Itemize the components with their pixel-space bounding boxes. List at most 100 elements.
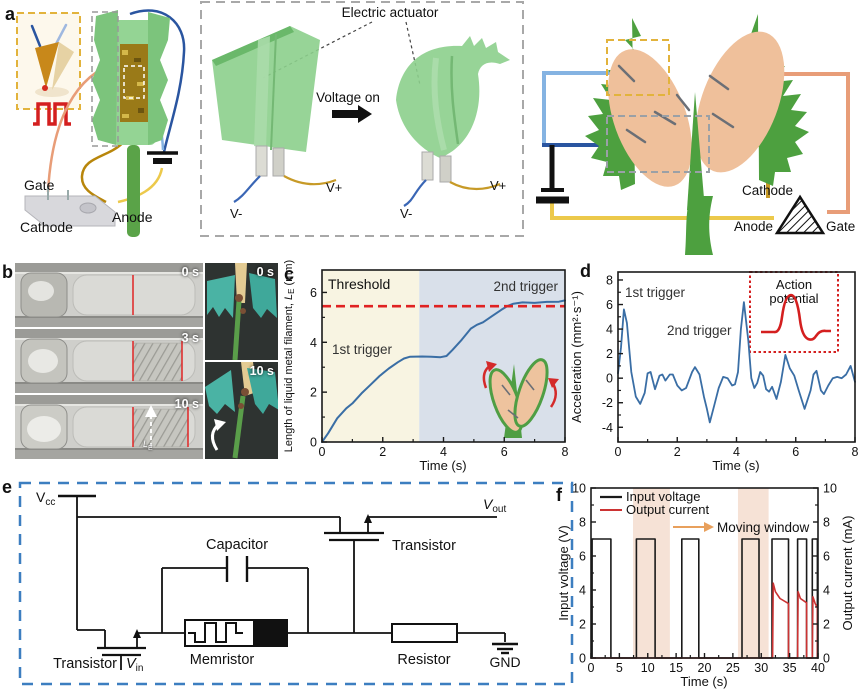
panel-a-flytrap-circuit: Cathode Anode Gate [536,14,855,255]
timestamp: 3 s [181,331,199,345]
x-tick-label: 0 [615,445,622,459]
y-tick-label: 2 [310,386,317,400]
v-plus-label: V+ [326,180,342,195]
panel-a-device-illustration: Gate Cathode Anode [16,9,186,237]
legend-input-voltage: Input voltage [626,489,700,504]
panel-label-e: e [2,477,13,497]
y-tick-label-right: 10 [823,482,837,496]
gray-callout-box [606,115,710,173]
trap-lobe [35,42,59,88]
series-output-current [590,582,819,659]
memristor-label: Memristor [190,652,255,668]
salmon-wire [730,72,850,214]
y-tick-label: 6 [606,298,613,312]
stalk [685,196,713,255]
circuit-wires [58,494,518,670]
platform-well [79,202,97,214]
actuator-channel-line [270,33,277,151]
x-tick-label: 40 [811,661,825,675]
second-trigger-label: 2nd trigger [493,279,558,294]
transistor2-label: Transistor [392,538,456,554]
x-tick-label: 0 [588,661,595,675]
series-acceleration [617,301,856,424]
teal-actuator [247,368,278,414]
moving-window-band [737,488,769,658]
y-tick-label: -2 [602,396,613,410]
x-tick-label: 30 [754,661,768,675]
timestamp: 0 s [256,265,274,279]
first-trigger-label: 1st trigger [625,285,686,300]
cathode-label: Cathode [742,183,793,198]
midrib [687,92,705,210]
transistor-arrow-icon [364,514,372,523]
arrow-right-icon [332,105,372,123]
v-plus-label: V+ [490,178,506,193]
trap-lobe [52,42,74,90]
actuator-channel-line [450,55,460,145]
second-trigger-label: 2nd trigger [667,323,732,338]
y-tick-label: 2 [579,618,586,632]
x-tick-label: 2 [674,445,681,459]
photo-actuator-plant-0s: 0 s [205,263,278,360]
legend-output-current: Output current [626,502,709,517]
circuit-dashed-frame [18,481,574,686]
photo-liquid-metal-0s: 0 s [15,263,203,327]
x-tick-label: 8 [852,445,859,459]
actuator-leaf [92,10,118,145]
y-axis-label: Length of liquid metal filament, LE (mm) [283,260,296,452]
series-filament-length [321,299,566,443]
vin-label: Vin [126,656,143,674]
photo-liquid-metal-3s: 3 s [15,329,203,393]
transistor-arrow-icon [133,629,141,638]
y-tick-label: 6 [310,286,317,300]
moving-window-annotation: Moving window [673,520,810,535]
yellow-wire [117,167,164,204]
x-tick-label: 4 [733,445,740,459]
y-tick-label: -4 [602,421,613,435]
y-axis-label: Acceleration (mm²·s⁻¹) [569,291,584,423]
rotation-arrow-head [214,419,226,431]
vout-label: Vout [483,496,506,515]
threshold-label: Threshold [328,276,390,292]
x-axis-label: Time (s) [712,458,759,473]
y-tick-label-right: 2 [823,618,830,632]
v-plus-wire [283,175,337,186]
trap-lobe-right [695,31,785,173]
x-tick-label: 8 [562,445,569,459]
y-tick-label: 2 [606,347,613,361]
resistor-label: Resistor [397,652,450,668]
v-plus-wire [449,181,501,191]
panel-e-circuit: Vcc Capacitor Transistor Vin Transistor … [18,481,574,686]
v-minus-wire [403,179,427,207]
yellow-callout-box [606,39,670,96]
x-tick-label: 35 [783,661,797,675]
x-axis-label: Time (s) [680,674,727,689]
flow-arrow-head [145,405,157,417]
gate-label: Gate [24,177,55,193]
legend: Input voltage Output current [600,489,709,517]
panel-label-c: c [284,264,295,284]
panel-a-actuator-box: Electric actuator V- V+ Voltage on V- V+ [200,1,524,237]
voltage-on-label: Voltage on [316,90,380,105]
y-tick-label: 6 [579,550,586,564]
y-axis-label-left: Input voltage (V) [556,525,571,620]
anode-label: Anode [734,219,773,234]
electrode-tab [439,155,452,183]
y-tick-label: 0 [579,652,586,666]
y-tick-label: 4 [310,336,317,350]
x-tick-label: 6 [501,445,508,459]
detail-callout-box [123,65,145,99]
vcc-label: Vcc [36,489,55,508]
timestamp: 10 s [174,397,199,411]
transistor-triangle-icon [774,194,826,235]
moving-window-band [632,488,670,658]
x-tick-label: 4 [440,445,447,459]
y-tick-label: 4 [579,584,586,598]
stick [235,263,247,303]
capacitor-label: Capacitor [206,537,268,553]
yellow-wire [550,203,774,220]
plant-stem [232,300,242,360]
anode-label: Anode [112,209,153,225]
y-tick-label: 8 [606,273,613,287]
